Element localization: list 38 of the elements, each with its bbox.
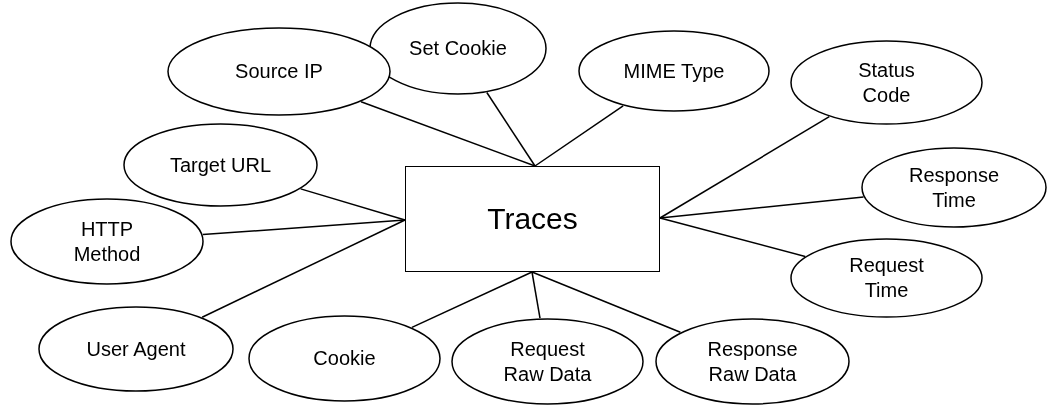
attribute-ellipse — [578, 30, 770, 112]
attribute-ellipse — [451, 318, 644, 405]
attribute-ellipse — [10, 198, 204, 285]
connector-line — [659, 217, 806, 258]
connector-line — [201, 219, 406, 319]
attribute-ellipse — [167, 27, 391, 116]
connector-line — [486, 91, 536, 167]
connector-line — [360, 101, 536, 167]
connector-line — [299, 188, 406, 221]
connector-line — [411, 271, 533, 329]
attribute-label: User Agent — [85, 336, 187, 362]
attribute-ellipse — [861, 147, 1047, 228]
attribute-ellipse — [655, 318, 850, 405]
attribute-label: Request Raw Data — [502, 336, 593, 387]
attribute-label: HTTP Method — [72, 216, 142, 267]
attribute-label: Response Time — [907, 162, 1001, 213]
attribute-label: Set Cookie — [408, 36, 508, 61]
entity-box — [405, 166, 660, 272]
connector-line — [659, 116, 831, 219]
connector-line — [534, 105, 624, 167]
attribute-label: Status Code — [857, 57, 916, 108]
entity-label: Traces — [487, 201, 578, 238]
connector-line — [531, 271, 682, 333]
attribute-ellipse — [790, 238, 983, 318]
connector-line — [659, 196, 865, 219]
connector-line — [202, 219, 406, 236]
attribute-ellipse — [369, 2, 547, 95]
attribute-ellipse — [248, 315, 441, 402]
attribute-label: Response Raw Data — [706, 336, 799, 387]
connector-line — [531, 271, 541, 319]
attribute-label: Source IP — [234, 59, 324, 84]
attribute-label: Request Time — [848, 253, 925, 303]
attribute-label: MIME Type — [622, 58, 726, 84]
attribute-ellipse — [123, 123, 318, 207]
attribute-label: Target URL — [168, 152, 273, 178]
attribute-ellipse — [790, 40, 983, 125]
attribute-ellipse — [38, 306, 234, 392]
attribute-label: Cookie — [312, 346, 377, 371]
